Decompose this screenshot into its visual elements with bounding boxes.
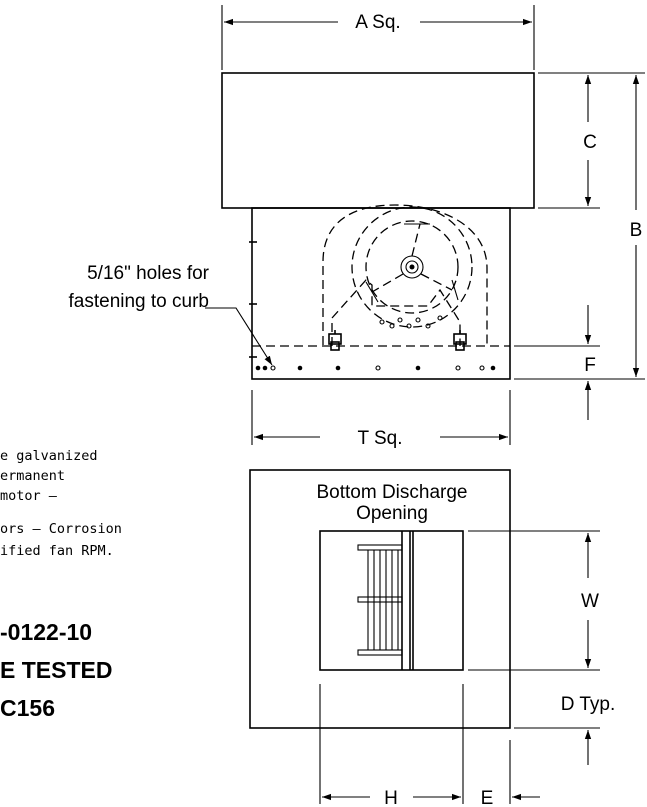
- dim-a-label: A Sq.: [355, 12, 400, 33]
- discharge-label-2: Opening: [356, 503, 428, 524]
- spec-notes: e galvanized ermanent motor – ors – Corr…: [0, 448, 122, 559]
- dim-w-label: W: [581, 591, 599, 612]
- cert-line-2: E TESTED: [0, 657, 112, 683]
- dim-e-label: E: [481, 788, 494, 807]
- certification-text: -0122-10 E TESTED C156: [0, 619, 112, 721]
- base-plan-outline: [249, 469, 511, 729]
- note-line-3: motor –: [0, 488, 58, 504]
- dim-d-label: D Typ.: [561, 694, 616, 715]
- discharge-opening: [319, 530, 464, 671]
- note-line-4: ors – Corrosion: [0, 521, 122, 537]
- side-dimensions: [205, 5, 645, 445]
- blower-wheel: [322, 204, 488, 345]
- cert-line-3: C156: [0, 695, 55, 721]
- plan-dimensions: [319, 530, 600, 804]
- fastening-holes: [255, 365, 496, 371]
- discharge-label-1: Bottom Discharge: [316, 482, 467, 503]
- dim-f-label: F: [584, 355, 596, 376]
- dim-b-label: B: [630, 220, 643, 241]
- hood-outline: [221, 72, 535, 209]
- dim-t-label: T Sq.: [357, 428, 402, 449]
- motor-mount: [328, 279, 467, 351]
- note-line-2: ermanent: [0, 468, 65, 484]
- callout-line-1: 5/16" holes for: [87, 263, 210, 284]
- cert-line-1: -0122-10: [0, 619, 92, 645]
- note-line-5: ified fan RPM.: [0, 543, 114, 559]
- base-housing: [251, 207, 511, 380]
- callout-line-2: fastening to curb: [69, 291, 209, 312]
- side-elevation: [221, 72, 535, 380]
- dim-c-label: C: [583, 132, 597, 153]
- note-line-1: e galvanized: [0, 448, 98, 464]
- dim-h-label: H: [384, 788, 398, 807]
- wheel-blades: [367, 550, 399, 650]
- bottom-view: [249, 469, 511, 729]
